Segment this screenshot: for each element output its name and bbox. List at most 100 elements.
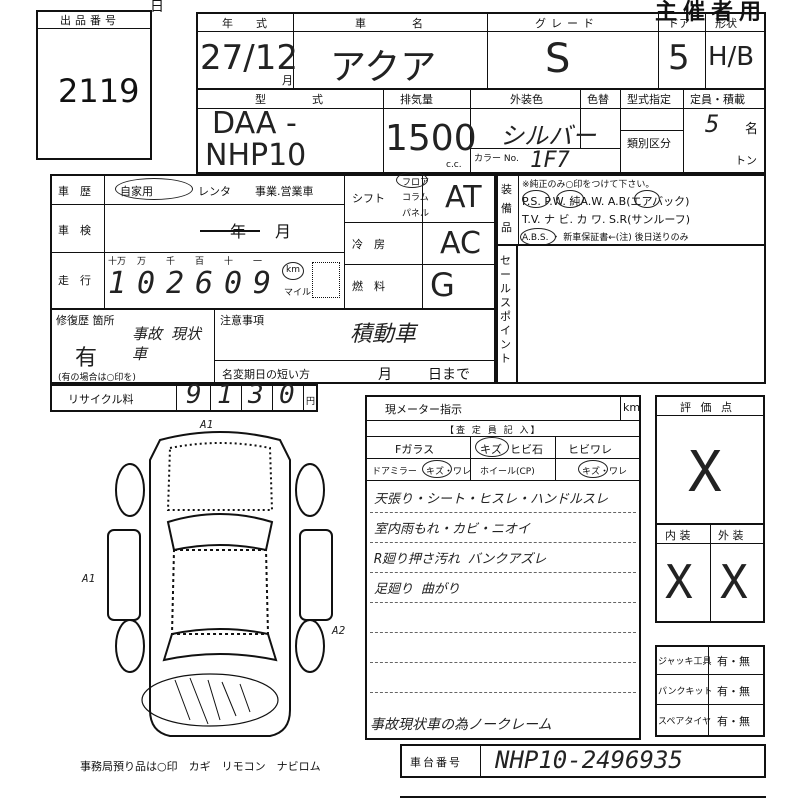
mileage-digit-label: 百 <box>195 257 205 267</box>
tools-box <box>655 645 765 737</box>
recycle-digit: 3 <box>248 380 264 410</box>
fglass-scratch-circle <box>475 437 509 457</box>
recycle-digit-cell: 9 <box>180 380 211 412</box>
tool-label: ジャッキ工具 <box>658 657 712 667</box>
model-label: 型 式 <box>255 93 331 106</box>
door-mirror-label: ドアミラー <box>372 467 417 477</box>
mileage-digit: 2 <box>166 266 185 301</box>
type-designation-label: 型式指定 <box>627 93 671 106</box>
fglass-label: Fガラス <box>395 443 435 456</box>
ton-unit: トン <box>735 154 757 167</box>
recycle-digit-cell: 1 <box>211 380 242 412</box>
diagram-label-a2: A2 <box>332 624 346 637</box>
equipment-label: 装備品 <box>501 183 512 234</box>
mileage-digit: 0 <box>224 266 243 301</box>
wheel-rear-right <box>295 619 325 673</box>
recycle-digit-cell: 3 <box>242 380 273 412</box>
wheel-rear-left <box>115 619 145 673</box>
color-change-label: 色替 <box>587 93 609 106</box>
bottom-border <box>400 796 766 798</box>
meter-unit: km <box>623 401 641 414</box>
door-left <box>107 529 141 621</box>
tool-row: パンクキット有・無 <box>655 675 765 705</box>
shift-panel: パネル <box>402 209 430 219</box>
evaluation-label: 評 価 点 <box>680 401 735 414</box>
capacity-unit: 名 <box>745 122 759 137</box>
mileage-extra-box <box>312 262 340 298</box>
inspector-note: 足廻り 曲がり <box>374 582 460 597</box>
tool-label: スペアタイヤ <box>658 717 712 727</box>
mileage-digit-label: 十 <box>224 257 234 267</box>
inspection-month: 月 <box>275 222 292 241</box>
exterior-value: X <box>720 555 748 609</box>
equipment-line-2: T.V. ナ ビ. カ ワ. S.R(サンルーフ) <box>522 213 691 226</box>
inspector-note: 天張り・シート・ヒスレ・ハンドルスレ <box>374 492 609 507</box>
caution-value: 積動車 <box>350 322 417 347</box>
tool-options: 有・無 <box>717 655 750 668</box>
tool-label: パンクキット <box>658 687 713 697</box>
sale-point-label: セールスポイント <box>500 254 511 365</box>
meter-label: 現メーター指示 <box>385 403 462 416</box>
inspector-box <box>365 395 641 740</box>
mileage-digit: 9 <box>253 266 272 301</box>
pw-circle <box>556 190 584 208</box>
car-roof <box>170 549 270 635</box>
office-note: 事務局預り品は○印 カギ リモコン ナビロム <box>80 760 321 773</box>
year-value: 27/12 <box>200 38 298 78</box>
inspector-note-line <box>370 602 636 633</box>
repair-value: 有 <box>75 346 98 371</box>
inspector-note-line: 室内雨もれ・カビ・ニオイ <box>370 512 636 543</box>
car-name-value: アクア <box>330 47 437 88</box>
mileage-digit-label: 一 <box>253 257 263 267</box>
interior-label: 内 装 <box>665 529 691 542</box>
ps-circle <box>522 190 550 208</box>
repair-hint: (有の場合は○印を) <box>58 373 136 383</box>
category-label: 類別区分 <box>627 137 671 150</box>
inspector-note-line <box>370 632 636 663</box>
tool-row: スペアタイヤ有・無 <box>655 705 765 735</box>
car-name-label: 車 名 <box>355 17 431 30</box>
equipment-note: ※純正のみ○印をつけて下さい。 <box>522 180 655 190</box>
mileage-digit: 0 <box>137 266 156 301</box>
ab-circle <box>634 190 660 208</box>
car-body-outline <box>149 431 291 737</box>
inspector-note-line: R廻り押さ汚れ バンクアズレ <box>370 542 636 573</box>
km-circle <box>282 262 304 280</box>
recycle-digit-cell: 0 <box>273 380 304 412</box>
header-mark: 日 <box>150 0 164 15</box>
interior-value: X <box>665 555 693 609</box>
capacity-label: 定員・積載 <box>690 93 745 106</box>
damage-ring-rear <box>141 673 279 727</box>
repair-box <box>50 308 496 384</box>
diagram-label-a1-top: A1 <box>200 418 214 431</box>
mileage-digit-label: 千 <box>166 257 176 267</box>
km-unit: km <box>286 265 300 275</box>
lot-number-box <box>36 10 152 160</box>
name-change-label: 名変期日の短い方 <box>222 368 310 381</box>
row2-box <box>196 88 766 174</box>
evaluation-value: X <box>688 440 722 505</box>
business-use: 事業.営業車 <box>255 185 314 198</box>
chassis-label: 車台番号 <box>410 756 462 769</box>
caution-label: 注意事項 <box>220 314 264 327</box>
header-title-fragment <box>300 0 450 5</box>
car-hood-panel <box>166 442 274 511</box>
shape-value: H/B <box>708 42 755 72</box>
ac-label: 冷 房 <box>352 238 385 251</box>
inspection-label: 車 検 <box>58 224 91 237</box>
fglass-crack: ヒビワレ <box>568 443 612 456</box>
exterior-color-label: 外装色 <box>510 93 543 106</box>
ac-value: AC <box>440 226 481 261</box>
inspector-note: R廻り押さ汚れ バンクアズレ <box>374 552 547 567</box>
mileage-label: 走 行 <box>58 274 91 287</box>
year-month-unit: 月 <box>282 74 293 87</box>
sale-point-area <box>516 244 766 384</box>
mileage-digit: 1 <box>108 266 127 301</box>
mile-unit: マイル <box>284 288 312 298</box>
private-use-circle <box>115 178 193 200</box>
fuel-label: 燃 料 <box>352 280 385 293</box>
mileage-digit: 6 <box>195 266 214 301</box>
inspector-note: 室内雨もれ・カビ・ニオイ <box>374 522 531 537</box>
rental-use: レンタ <box>198 185 231 198</box>
history-label: 車 歴 <box>58 185 91 198</box>
